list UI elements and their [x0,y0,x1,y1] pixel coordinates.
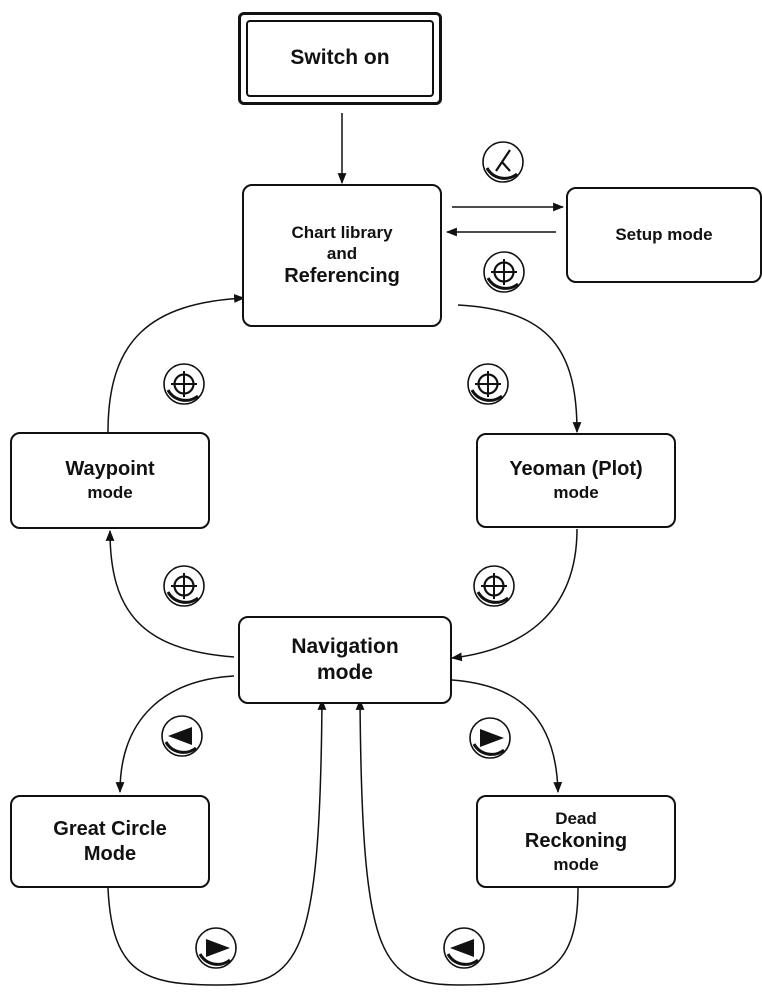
arrow-dead-reckoning-to-navigation [355,698,579,986]
dead-reckoning-mode-label-1: Dead [555,808,597,828]
crosshair-enter-icon[interactable] [482,250,526,294]
right-arrow-key-icon[interactable] [468,716,512,760]
left-arrow-key-icon[interactable] [160,714,204,758]
arrow-great-circle-to-navigation [107,698,327,986]
right-arrow-key-icon[interactable] [194,926,238,970]
yeoman-mode-box[interactable]: Yeoman (Plot) mode [476,433,676,528]
dead-reckoning-mode-label-3: mode [553,855,599,874]
waypoint-mode-box[interactable]: Waypoint mode [10,432,210,529]
yeoman-mode-label-1: Yeoman (Plot) [509,458,643,481]
crosshair-enter-icon[interactable] [162,362,206,406]
great-circle-mode-label-1: Great Circle [53,817,167,840]
waypoint-mode-label-1: Waypoint [65,458,155,481]
arrow-navigation-to-dead-reckoning [451,679,563,794]
switch-on-box-frame [238,12,442,105]
arrow-yeoman-to-navigation [450,528,578,662]
setup-key-icon[interactable] [481,140,525,184]
switch-on-label: Switch on [290,46,390,70]
arrow-navigation-to-waypoint [105,529,235,658]
dead-reckoning-mode-box[interactable]: Dead Reckoning mode [476,795,676,888]
navigation-mode-label-1: Navigation [291,634,399,658]
navigation-mode-label-2: mode [316,661,373,684]
dead-reckoning-mode-label-2: Reckoning [524,830,628,852]
arrow-waypoint-to-chart [107,294,246,433]
arrow-navigation-to-great-circle [115,675,235,794]
crosshair-enter-icon[interactable] [162,564,206,608]
crosshair-enter-icon[interactable] [472,564,516,608]
left-arrow-key-icon[interactable] [442,926,486,970]
chart-library-label-3: Referencing [284,265,400,288]
chart-library-box[interactable]: Chart library and Referencing [242,184,442,327]
yeoman-mode-label-2: mode [553,483,599,503]
setup-mode-label: Setup mode [615,225,713,245]
great-circle-mode-box[interactable]: Great Circle Mode [10,795,210,888]
waypoint-mode-label-2: mode [87,483,133,503]
switch-on-box[interactable]: Switch on [246,20,434,97]
chart-library-label-1: Chart library [291,222,393,242]
setup-mode-box[interactable]: Setup mode [566,187,762,283]
arrow-chart-to-yeoman [457,304,582,434]
navigation-mode-box[interactable]: Navigation mode [238,616,452,704]
crosshair-enter-icon[interactable] [466,362,510,406]
great-circle-mode-label-2: Mode [83,842,137,865]
chart-library-label-2: and [326,244,358,263]
